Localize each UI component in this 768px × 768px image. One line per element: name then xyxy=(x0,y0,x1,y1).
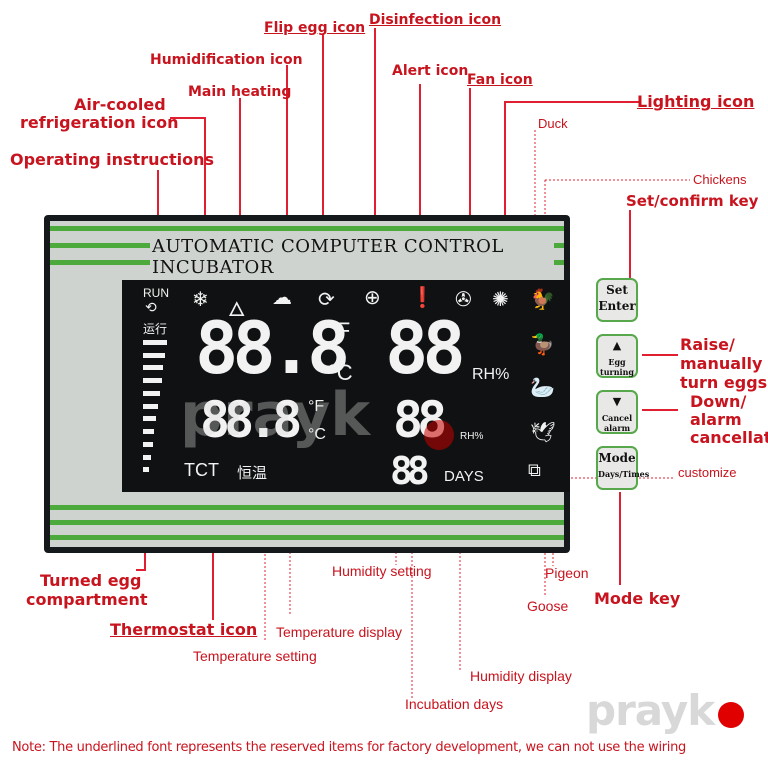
progress-bar-segment xyxy=(143,390,160,396)
up-arrow-icon: ▲ xyxy=(612,339,622,352)
lcd-display xyxy=(122,280,570,492)
callout-humidification-icon: Humidification icon xyxy=(150,52,303,68)
callout-customize: customize xyxy=(678,465,737,480)
green-stripe-bottom-2 xyxy=(50,520,564,525)
temp-c-unit: °C xyxy=(328,360,353,385)
watermark-center-text: prayk xyxy=(180,380,371,450)
green-stripe-bottom-3 xyxy=(50,535,564,540)
temp-f-unit: °F xyxy=(328,318,351,343)
run-cycle-icon: ⟲ xyxy=(145,299,157,315)
callout-raise-2: manually xyxy=(680,354,763,373)
callout-down-1: Down/ xyxy=(690,392,747,411)
callout-humidity-display: Humidity display xyxy=(470,668,572,684)
lighting-bulb-icon: ✺ xyxy=(492,289,509,311)
callout-set-confirm-key: Set/confirm key xyxy=(626,192,759,210)
humidity-setting-unit: RH% xyxy=(460,431,484,442)
green-stripe-bottom-1 xyxy=(50,505,564,510)
watermark-logo-text: prayk xyxy=(586,686,715,735)
callout-chickens: Chickens xyxy=(693,172,747,187)
callout-incubation-days: Incubation days xyxy=(405,696,504,712)
callout-temperature-setting: Temperature setting xyxy=(193,648,317,664)
progress-bar-segment xyxy=(143,467,149,473)
callout-thermostat-icon: Thermostat icon xyxy=(110,620,258,639)
down-cancel-alarm-key[interactable]: ▼ Cancel alarm xyxy=(596,390,638,434)
goose-icon: 🦢 xyxy=(530,377,555,399)
callout-raise-1: Raise/ xyxy=(680,335,735,354)
callout-down-2: alarm xyxy=(690,410,742,429)
flip-egg-icon: ⟳ xyxy=(318,289,335,311)
progress-bar-segment xyxy=(143,352,165,358)
callout-operating-instructions: Operating instructions xyxy=(10,150,214,169)
chicken-icon: 🐓 xyxy=(530,289,555,311)
temp-set-f-unit: °F xyxy=(308,398,325,415)
callout-raise-3: turn eggs xyxy=(680,373,768,392)
callout-duck: Duck xyxy=(538,116,568,131)
callout-goose: Goose xyxy=(527,598,569,614)
callout-lighting-icon: Lighting icon xyxy=(637,92,755,111)
callout-down-3: cancellation xyxy=(690,428,768,447)
egg-turning-label: Egg turning xyxy=(600,357,634,377)
callout-air-cooled-2: refrigeration icon xyxy=(20,113,179,132)
callout-mode-key: Mode key xyxy=(594,589,681,608)
humidity-unit: RH% xyxy=(472,366,510,383)
callout-turned-egg-1: Turned egg xyxy=(40,571,142,590)
callout-humidity-setting: Humidity setting xyxy=(332,563,432,579)
fan-icon: ✇ xyxy=(455,289,472,311)
down-arrow-icon: ▼ xyxy=(612,395,622,408)
customize-icon: ⧉ xyxy=(528,460,541,480)
callout-turned-egg-2: compartment xyxy=(26,590,148,609)
callout-disinfection-icon: Disinfection icon xyxy=(369,12,502,28)
callout-pigeon: Pigeon xyxy=(545,565,589,581)
watermark-logo: prayk xyxy=(586,686,715,735)
progress-bar-segment xyxy=(143,365,163,371)
callout-temperature-display: Temperature display xyxy=(276,624,403,640)
progress-bar-segment xyxy=(143,441,153,447)
mode-key[interactable]: Mode Days/Times xyxy=(596,446,650,490)
tct-label: TCT xyxy=(184,460,219,480)
callout-air-cooled-1: Air-cooled xyxy=(74,95,166,114)
snowflake-icon: ❄ xyxy=(192,289,209,311)
temp-set-c-unit: °C xyxy=(308,426,326,443)
set-key-label: Set xyxy=(606,283,628,297)
pigeon-icon: 🕊 xyxy=(530,422,556,444)
watermark-center-dot xyxy=(424,420,454,450)
duck-icon: 🦆 xyxy=(530,334,555,356)
days-times-label: Days/Times xyxy=(598,469,650,479)
alert-icon: ❗ xyxy=(410,287,435,309)
cancel-alarm-label: Cancel alarm xyxy=(601,413,633,433)
progress-bar-segment xyxy=(143,403,158,409)
progress-bar-segment xyxy=(143,378,162,384)
green-stripe-top-1 xyxy=(50,226,564,231)
up-egg-turning-key[interactable]: ▲ Egg turning xyxy=(596,334,638,378)
enter-key-label: Enter xyxy=(598,299,636,313)
temperature-setting-value: 88.8 xyxy=(200,391,302,449)
progress-bar-segment xyxy=(143,454,151,460)
progress-bar-segment xyxy=(143,416,156,422)
callout-fan-icon: Fan icon xyxy=(467,72,533,88)
disinfection-plus-icon: ⊕ xyxy=(364,287,381,309)
watermark-logo-dot xyxy=(718,702,744,728)
run-label: RUN xyxy=(143,286,169,300)
temperature-display-value: 88.8 xyxy=(195,306,350,390)
callout-alert-icon: Alert icon xyxy=(392,63,469,79)
days-unit: DAYS xyxy=(444,468,484,485)
mode-key-label: Mode xyxy=(598,451,636,465)
flame-icon: 🜂 xyxy=(228,299,246,321)
callout-main-heating: Main heating xyxy=(188,84,292,100)
callout-flip-egg-icon: Flip egg icon xyxy=(264,20,366,36)
progress-bar-segment xyxy=(143,340,167,345)
run-cn-label: 运行 xyxy=(143,322,168,336)
panel-title: AUTOMATIC COMPUTER CONTROL INCUBATOR xyxy=(150,236,554,278)
incubation-days-value: 88 xyxy=(390,449,430,493)
humidity-display-value: 88 xyxy=(385,306,466,390)
set-enter-key[interactable]: Set Enter xyxy=(596,278,638,322)
footnote: Note: The underlined font represents the… xyxy=(12,740,686,755)
progress-bar-segment xyxy=(143,429,154,435)
humidify-cloud-icon: ☁ xyxy=(272,287,292,309)
constant-temp-cn-label: 恒温 xyxy=(237,465,268,482)
watermark-center: prayk xyxy=(180,380,370,450)
